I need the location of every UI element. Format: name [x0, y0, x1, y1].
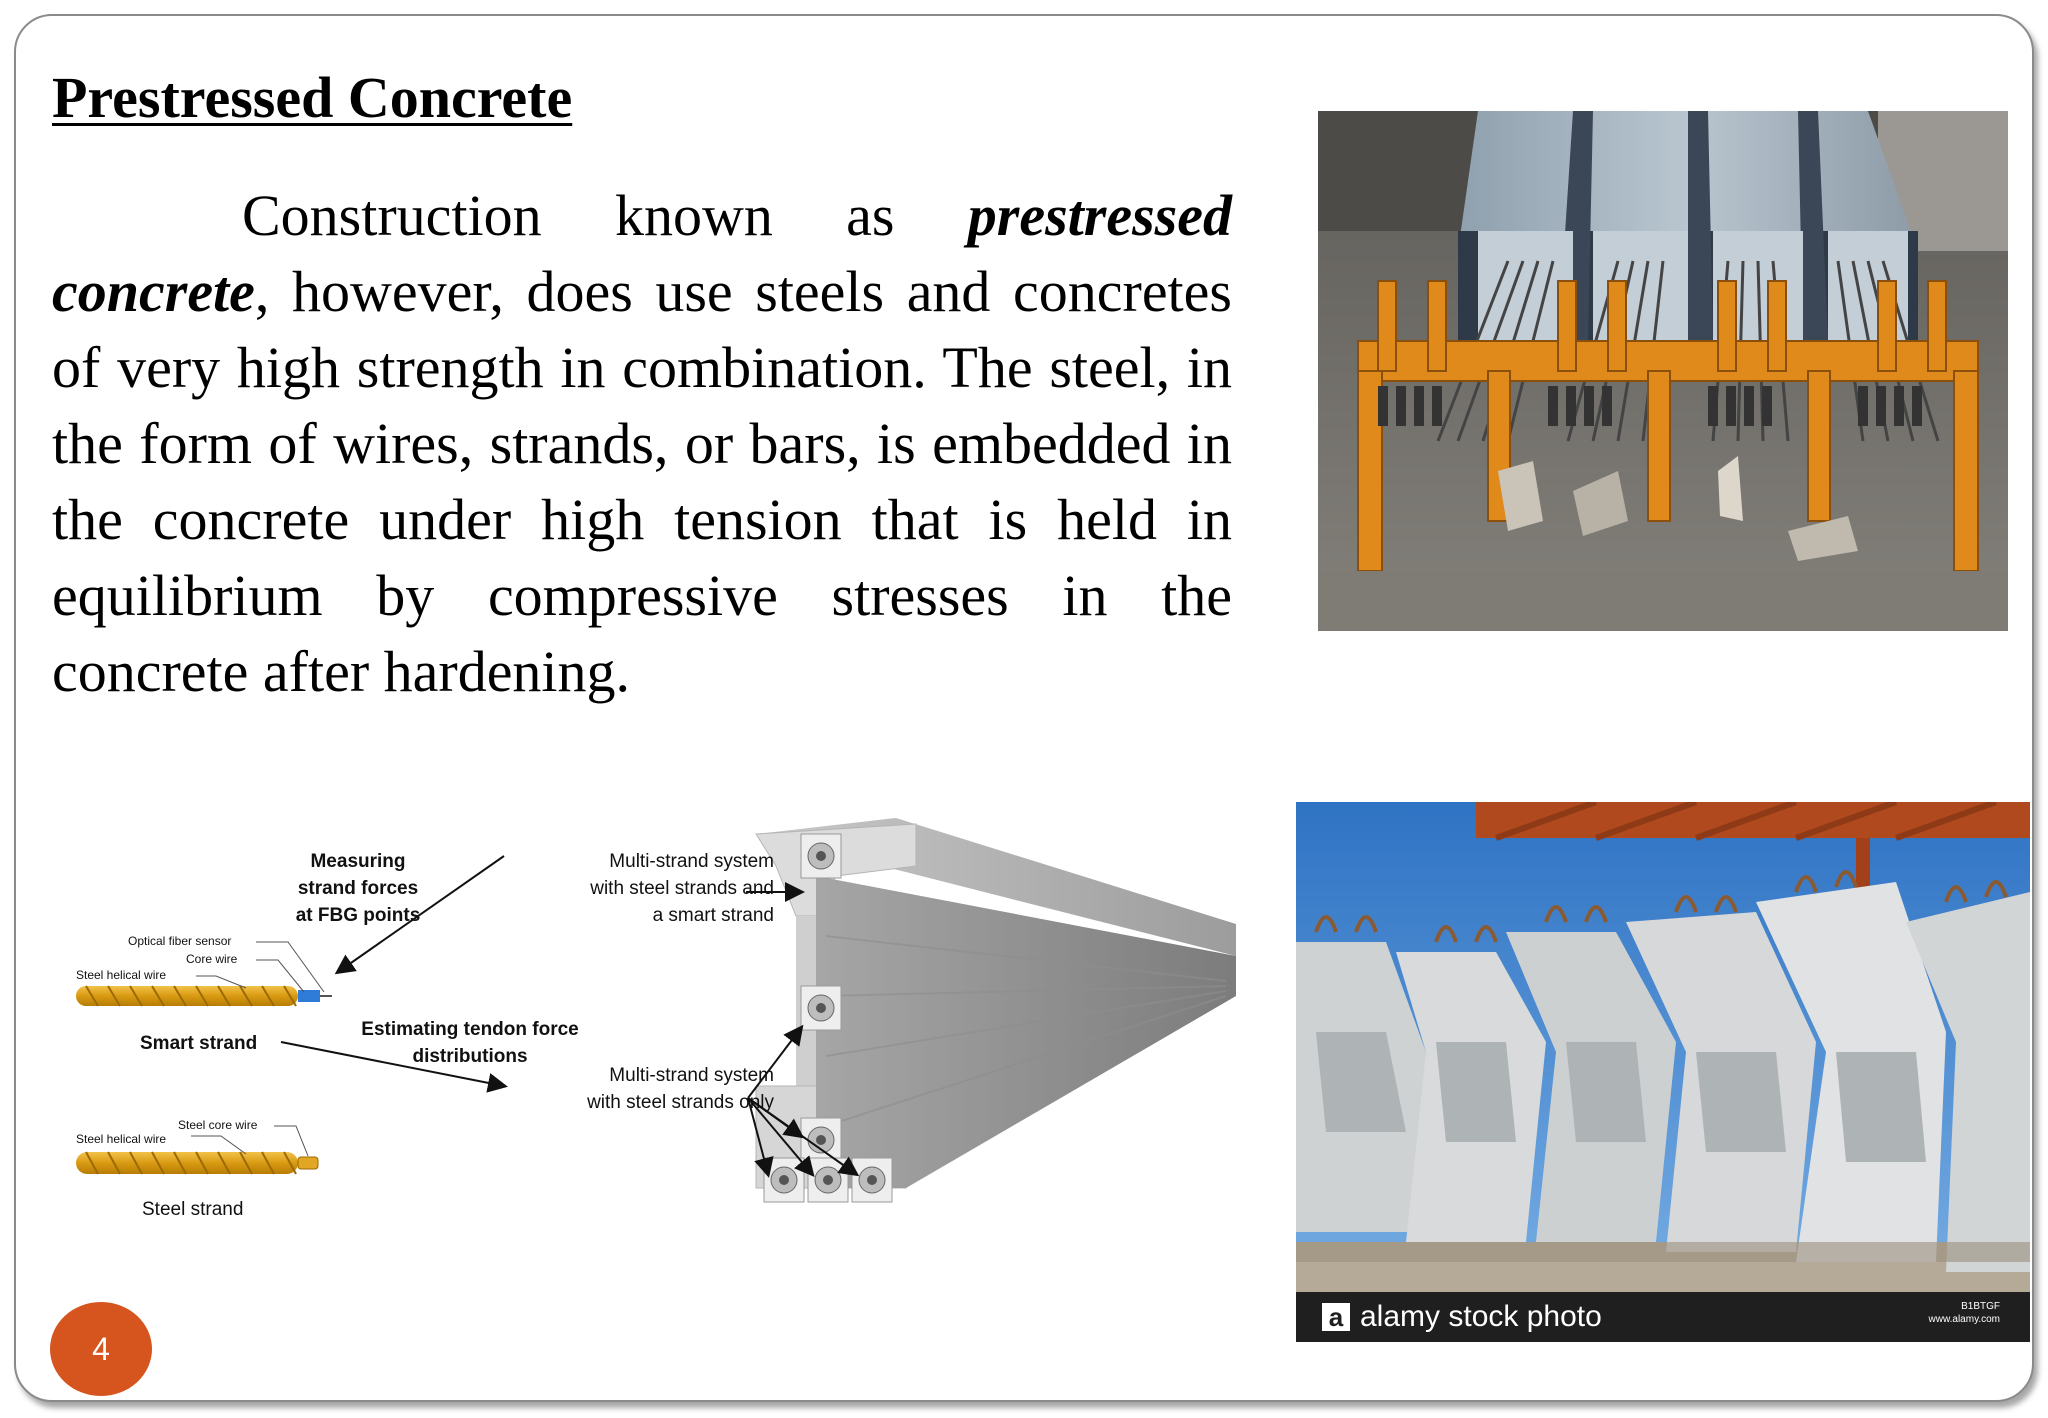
precast-bed-illustration — [1318, 111, 2008, 631]
body-part1: Construction known as — [242, 183, 968, 248]
alamy-image-code: B1BTGF www.alamy.com — [1929, 1300, 2001, 1326]
smart-strand-label: Smart strand — [140, 1033, 258, 1054]
estimating-label: Estimating tendon force distributions — [361, 1019, 579, 1067]
alamy-code-id: B1BTGF — [1961, 1301, 2000, 1312]
steel-strand-label: Steel strand — [142, 1199, 244, 1220]
alamy-watermark-text: alamy stock photo — [1360, 1300, 1602, 1333]
body-part2: , however, does use steels and concretes… — [52, 259, 1232, 704]
slide-body-text: Construction known as prestressed concre… — [52, 178, 1232, 710]
core-wire-label: Core wire — [186, 952, 238, 966]
slide-title: Prestressed Concrete — [52, 65, 573, 130]
precast-bed-photo — [1318, 111, 2008, 631]
multi-strand-smart-label: Multi-strand system with steel strands a… — [590, 851, 774, 926]
i-girders-photo: a alamy stock photo B1BTGF www.alamy.com — [1296, 802, 2030, 1342]
body-emphasis: prestressed concrete — [52, 183, 1232, 324]
strand-diagram: Measuring strand forces at FBG points Mu… — [56, 796, 1256, 1266]
multi-strand-only-label: Multi-strand system with steel strands o… — [587, 1065, 774, 1113]
page-number-badge: 4 — [50, 1302, 152, 1396]
slide: Prestressed Concrete Construction known … — [14, 14, 2034, 1402]
optical-fiber-label: Optical fiber sensor — [128, 934, 232, 948]
steel-core-wire-label: Steel core wire — [178, 1118, 258, 1132]
strand-diagram-graphics — [76, 818, 1236, 1203]
alamy-watermark-bar: a alamy stock photo B1BTGF www.alamy.com — [1296, 1292, 2030, 1342]
measuring-label: Measuring strand forces at FBG points — [295, 851, 421, 926]
i-girders-illustration — [1296, 802, 2030, 1342]
alamy-code-site: www.alamy.com — [1928, 1314, 2001, 1325]
alamy-logo-icon: a — [1322, 1303, 1350, 1331]
helical-wire-label-1: Steel helical wire — [76, 968, 167, 982]
helical-wire-label-2: Steel helical wire — [76, 1132, 167, 1146]
